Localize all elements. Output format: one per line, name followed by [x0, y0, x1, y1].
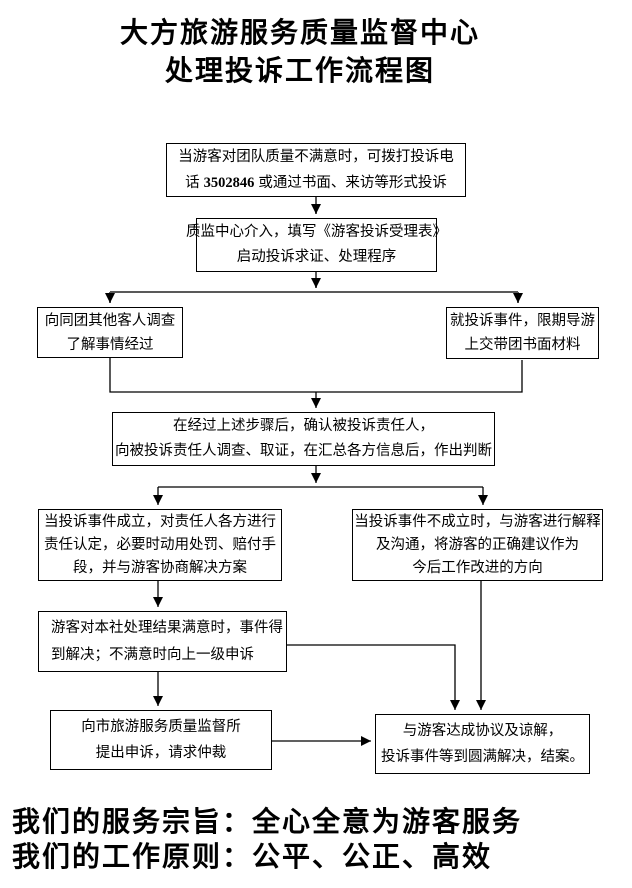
flow-box-complaint-established: 当投诉事件成立，对责任人各方进行 责任认定，必要时动用处罚、赔付手 段，并与游客… — [38, 509, 282, 581]
service-slogans: 我们的服务宗旨：全心全意为游客服务 我们的工作原则：公平、公正、高效 — [12, 804, 522, 874]
box-line: 了解事情经过 — [66, 336, 154, 353]
box-line: 启动投诉求证、处理程序 — [236, 249, 397, 265]
flow-box-complaint-not-established: 当投诉事件不成立时，与游客进行解释 及沟通，将游客的正确建议作为 今后工作改进的… — [352, 509, 603, 581]
flow-box-center-intervene: 质监中心介入，填写《游客投诉受理表》 启动投诉求证、处理程序 — [186, 218, 447, 272]
box-line: 投诉事件等到圆满解决，结案。 — [381, 749, 584, 765]
service-purpose-line: 我们的服务宗旨：全心全意为游客服务 — [12, 806, 523, 837]
box-line: 及沟通，将游客的正确建议作为 — [376, 536, 579, 553]
box-line: 话 3502846 或通过书面、来访等形式投诉 — [185, 170, 447, 196]
merge-to-judge-lines — [109, 358, 523, 393]
flow-box-guide-materials: 就投诉事件，限期导游 上交带团书面材料 — [446, 307, 599, 359]
complaint-phone-number: 3502846 — [203, 175, 255, 191]
flow-box-investigate-and-judge: 在经过上述步骤后，确认被投诉责任人， 向被投诉责任人调查、取证，在汇总各方信息后… — [112, 412, 495, 466]
box-line: 提出申诉，请求仲裁 — [95, 745, 227, 761]
box-line: 游客对本社处理结果满意时，事件得 — [51, 619, 283, 636]
flow-box-appeal-arbitration: 向市旅游服务质量监督所 提出申诉，请求仲裁 — [50, 710, 272, 770]
box-line: 今后工作改进的方向 — [412, 559, 543, 576]
connector-group-main — [109, 358, 523, 746]
page-title: 大方旅游服务质量监督中心 处理投诉工作流程图 — [0, 14, 600, 90]
phone-line-prefix: 话 — [185, 175, 204, 191]
page-title-line-1: 大方旅游服务质量监督中心 — [119, 17, 480, 48]
box-line: 向市旅游服务质量监督所 — [81, 719, 241, 735]
page-title-line-2: 处理投诉工作流程图 — [164, 55, 435, 86]
box-line: 向被投诉责任人调查、取证，在汇总各方信息后，作出判断 — [115, 443, 492, 459]
flow-box-complaint-intake: 当游客对团队质量不满意时，可拨打投诉电 话 3502846 或通过书面、来访等形… — [166, 143, 466, 197]
box-line: 在经过上述步骤后，确认被投诉责任人， — [173, 418, 434, 434]
box-line: 责任认定，必要时动用处罚、赔付手 — [44, 536, 276, 553]
flow-box-survey-other-guests: 向同团其他客人调查 了解事情经过 — [37, 307, 183, 358]
flow-box-result-satisfaction: 游客对本社处理结果满意时，事件得 到解决；不满意时向上一级申诉 — [38, 611, 287, 672]
arrow-satisfaction-to-settled — [287, 644, 460, 710]
box-line: 当投诉事件不成立时，与游客进行解释 — [354, 513, 601, 530]
box-line: 质监中心介入，填写《游客投诉受理表》 — [186, 224, 447, 240]
work-principle-line: 我们的工作原则：公平、公正、高效 — [12, 841, 493, 872]
box-line: 上交带团书面材料 — [464, 337, 581, 353]
box-line: 就投诉事件，限期导游 — [450, 313, 595, 329]
box-line: 段，并与游客协商解决方案 — [73, 559, 247, 576]
box-line: 向同团其他客人调查 — [44, 312, 176, 329]
box-line: 当投诉事件成立，对责任人各方进行 — [44, 513, 276, 530]
box-line: 当游客对团队质量不满意时，可拨打投诉电 — [178, 149, 454, 165]
connector-group-top — [105, 196, 523, 303]
box-line: 到解决；不满意时向上一级申诉 — [51, 646, 254, 663]
box-line: 与游客达成协议及谅解， — [402, 723, 563, 739]
flow-box-case-settled: 与游客达成协议及谅解， 投诉事件等到圆满解决，结案。 — [375, 714, 590, 774]
phone-line-suffix: 或通过书面、来访等形式投诉 — [254, 175, 447, 191]
